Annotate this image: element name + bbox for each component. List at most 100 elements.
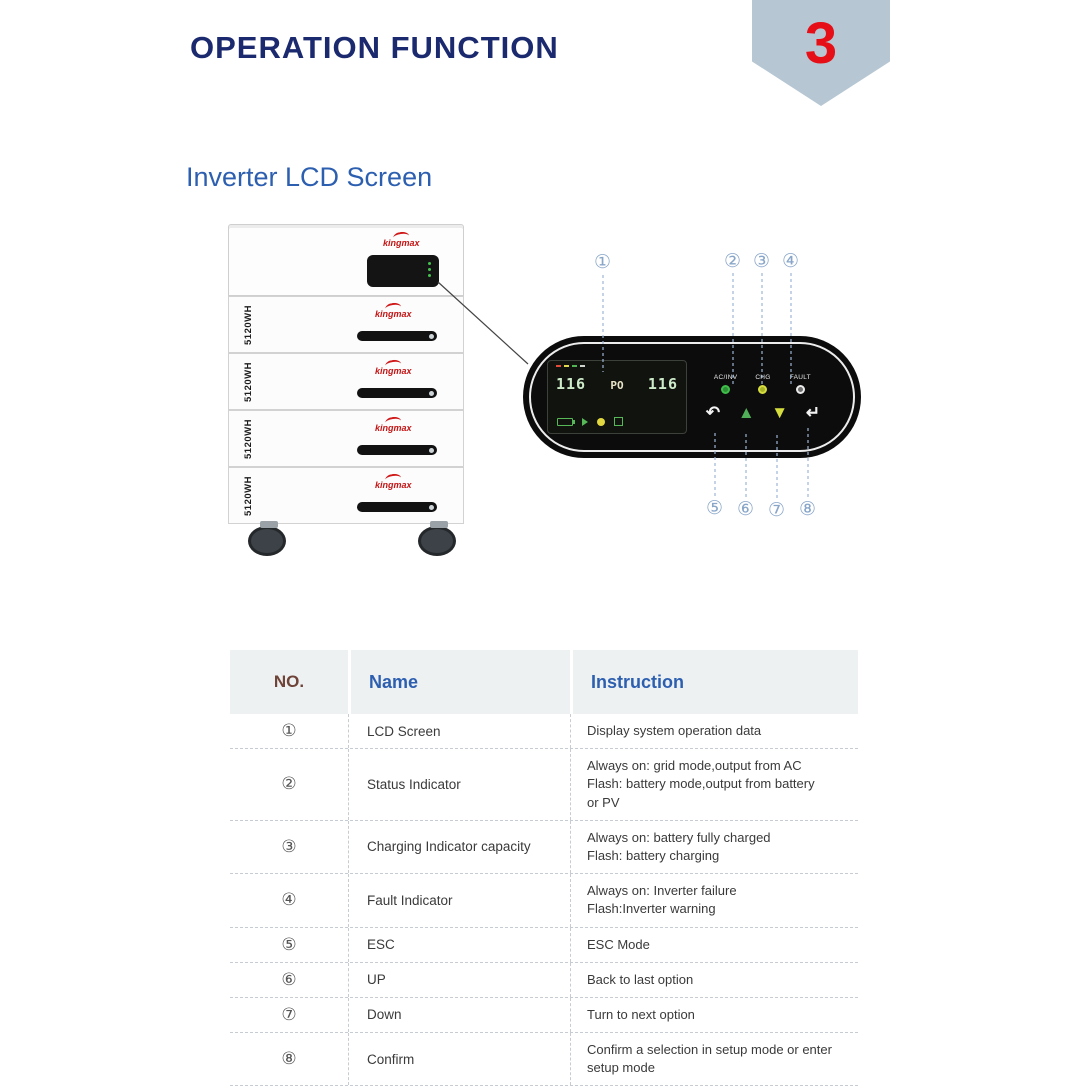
page-number: 3 bbox=[804, 11, 838, 76]
power-dot-icon bbox=[429, 333, 434, 339]
indicator-label: CHG bbox=[755, 374, 771, 381]
callout-7: ⑦ bbox=[768, 500, 786, 521]
table-row: ② Status Indicator Always on: grid mode,… bbox=[230, 749, 858, 821]
cell-name: Confirm bbox=[348, 1033, 570, 1086]
callout-6: ⑥ bbox=[737, 499, 755, 520]
table-row: ④ Fault Indicator Always on: Inverter fa… bbox=[230, 874, 858, 928]
battery-capacity-label: 5120WH bbox=[243, 361, 254, 402]
battery-capacity-label: 5120WH bbox=[243, 418, 254, 459]
lcd-screen: 116 PO 116 bbox=[547, 360, 687, 434]
cell-instruction: ESC Mode bbox=[570, 927, 858, 962]
table-row: ⑥ UP Back to last option bbox=[230, 962, 858, 998]
lcd-status-ticks bbox=[556, 365, 585, 367]
caster-wheel bbox=[418, 521, 456, 556]
power-dot-icon bbox=[429, 447, 434, 453]
table-row: ① LCD Screen Display system operation da… bbox=[230, 714, 858, 750]
table-header-row: NO. Name Instruction bbox=[230, 650, 858, 714]
callout-1: ① bbox=[594, 252, 612, 273]
indicator-fault: FAULT bbox=[782, 374, 819, 394]
display-led-icons bbox=[428, 262, 431, 277]
cell-no: ④ bbox=[281, 890, 297, 910]
cell-no: ⑥ bbox=[281, 969, 297, 989]
brand-text: kingmax bbox=[383, 238, 420, 248]
inverter-top-unit: kingmax bbox=[228, 224, 464, 296]
cell-no: ② bbox=[281, 774, 297, 794]
lcd-icon-row bbox=[557, 417, 623, 426]
lcd-mode: PO bbox=[610, 379, 624, 392]
caster-wheel bbox=[248, 521, 286, 556]
indicator-label: AC/INV bbox=[713, 374, 738, 381]
page-title: OPERATION FUNCTION bbox=[190, 30, 559, 65]
brand-text: kingmax bbox=[375, 309, 412, 319]
sun-icon bbox=[597, 417, 605, 426]
indicator-group: AC/INV CHG FAULT bbox=[707, 374, 819, 394]
brand-logo: kingmax bbox=[375, 472, 412, 490]
down-button-icon: ▼ bbox=[771, 403, 789, 422]
lcd-value-left: 116 bbox=[556, 375, 587, 393]
flow-arrow-icon bbox=[582, 417, 588, 426]
battery-unit: 5120WH kingmax bbox=[228, 410, 464, 467]
callout-8: ⑧ bbox=[799, 499, 817, 520]
enter-button-icon: ↵ bbox=[805, 403, 821, 422]
brand-logo: kingmax bbox=[375, 358, 412, 376]
cell-no: ③ bbox=[281, 836, 297, 856]
battery-unit: 5120WH kingmax bbox=[228, 296, 464, 353]
indicator-chg: CHG bbox=[744, 374, 781, 394]
power-dot-icon bbox=[429, 390, 434, 396]
esc-button-icon: ↶ bbox=[705, 403, 721, 422]
cell-name: ESC bbox=[348, 927, 570, 962]
ac-inv-led-icon bbox=[721, 385, 731, 394]
battery-unit: 5120WH kingmax bbox=[228, 353, 464, 410]
cell-name: Down bbox=[348, 997, 570, 1033]
fault-led-icon bbox=[795, 385, 805, 394]
cell-instruction: Display system operation data bbox=[570, 714, 858, 749]
battery-stack: kingmax 5120WH kingmax 5120WH kingmax 51… bbox=[228, 224, 464, 584]
battery-display-bar bbox=[357, 502, 437, 512]
battery-unit: 5120WH kingmax bbox=[228, 467, 464, 524]
mini-display bbox=[367, 255, 439, 287]
lcd-value-right: 116 bbox=[647, 375, 678, 393]
cell-instruction: Back to last option bbox=[570, 962, 858, 997]
table-row: ⑦ Down Turn to next option bbox=[230, 997, 858, 1034]
cell-name: UP bbox=[348, 962, 570, 997]
battery-icon bbox=[557, 417, 575, 426]
column-header-instruction: Instruction bbox=[570, 650, 858, 714]
brand-text: kingmax bbox=[375, 480, 412, 490]
table-row: ③ Charging Indicator capacity Always on:… bbox=[230, 820, 858, 875]
callout-5: ⑤ bbox=[706, 498, 724, 519]
cell-instruction: Turn to next option bbox=[570, 997, 858, 1033]
indicator-label: FAULT bbox=[789, 374, 811, 381]
brand-text: kingmax bbox=[375, 366, 412, 376]
callout-3: ③ bbox=[753, 251, 771, 272]
indicator-acinv: AC/INV bbox=[707, 374, 744, 394]
callout-4: ④ bbox=[782, 251, 800, 272]
cell-no: ⑧ bbox=[281, 1049, 297, 1069]
table-row: ⑤ ESC ESC Mode bbox=[230, 927, 858, 963]
cell-name: Charging Indicator capacity bbox=[348, 820, 570, 874]
battery-capacity-label: 5120WH bbox=[243, 304, 254, 345]
brand-logo: kingmax bbox=[375, 301, 412, 319]
cell-no: ① bbox=[281, 721, 297, 741]
module-icon bbox=[614, 417, 623, 426]
cell-no: ⑤ bbox=[281, 934, 297, 954]
cell-instruction: Always on: battery fully charged Flash: … bbox=[570, 820, 858, 874]
brand-logo: kingmax bbox=[375, 415, 412, 433]
function-table: NO. Name Instruction ① LCD Screen Displa… bbox=[230, 650, 858, 1086]
section-title: Inverter LCD Screen bbox=[186, 162, 433, 192]
cell-instruction: Always on: Inverter failure Flash:Invert… bbox=[570, 874, 858, 927]
battery-display-bar bbox=[357, 331, 437, 341]
cell-instruction: Always on: grid mode,output from AC Flas… bbox=[570, 749, 858, 820]
column-header-name: Name bbox=[348, 650, 570, 714]
page-number-badge: 3 bbox=[752, 0, 890, 106]
lcd-readout: 116 PO 116 bbox=[556, 375, 678, 393]
up-button-icon: ▲ bbox=[737, 403, 755, 422]
power-dot-icon bbox=[429, 504, 434, 510]
cell-instruction: Confirm a selection in setup mode or ent… bbox=[570, 1033, 858, 1086]
cell-no: ⑦ bbox=[281, 1004, 297, 1024]
battery-capacity-label: 5120WH bbox=[243, 475, 254, 516]
chg-led-icon bbox=[758, 385, 768, 394]
panel-button-row: ↶ ▲ ▼ ↵ bbox=[701, 398, 825, 428]
callout-2: ② bbox=[724, 251, 742, 272]
battery-display-bar bbox=[357, 388, 437, 398]
control-panel: 116 PO 116 AC/INV CHG FAULT ↶ ▲ ▼ ↵ bbox=[523, 336, 861, 458]
